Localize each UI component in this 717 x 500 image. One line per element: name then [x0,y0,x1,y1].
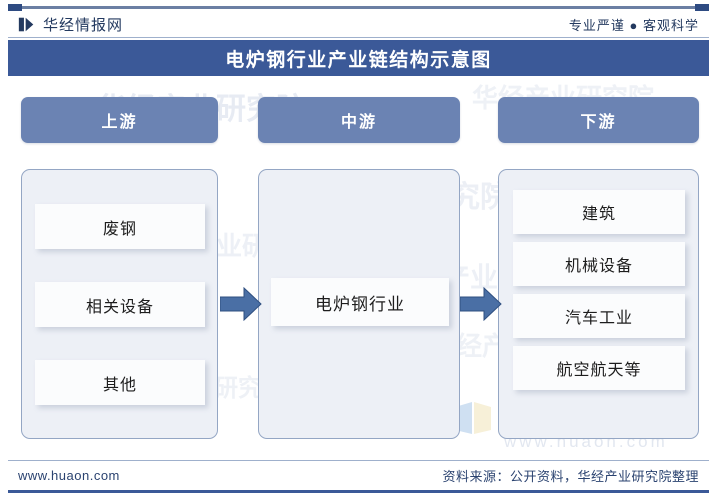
midstream-item-0[interactable]: 电炉钢行业 [271,278,449,326]
page-title: 电炉钢行业产业链结构示意图 [225,49,492,71]
column-header-downstream[interactable]: 下游 [498,97,699,143]
upstream-item-1[interactable]: 相关设备 [35,282,205,327]
downstream-item-2-label: 汽车工业 [564,310,633,327]
panel-midstream: 电炉钢行业 [258,169,460,439]
downstream-item-3[interactable]: 航空航天等 [513,346,685,390]
column-header-midstream[interactable]: 中游 [258,97,460,143]
footer-source-note: 资料来源：公开资料，华经产业研究院整理 [442,468,699,484]
downstream-item-2[interactable]: 汽车工业 [513,294,685,338]
midstream-item-0-label: 电炉钢行业 [315,294,405,314]
arrow-right-icon [220,287,262,321]
bottom-accent-rule [8,490,709,493]
downstream-item-0[interactable]: 建筑 [513,190,685,234]
header-divider [8,37,709,38]
top-accent-rule [8,4,709,11]
downstream-item-1-label: 机械设备 [564,258,633,275]
column-header-upstream-label: 上游 [101,114,138,131]
brand-name: 华经情报网 [43,16,124,34]
page-footer: www.huaon.com 资料来源：公开资料，华经产业研究院整理 [0,461,717,489]
huajing-logo-icon [18,17,34,31]
brand: 华经情报网 [18,14,123,35]
upstream-item-2[interactable]: 其他 [35,360,205,405]
column-header-upstream[interactable]: 上游 [21,97,218,143]
downstream-item-1[interactable]: 机械设备 [513,242,685,286]
upstream-item-1-label: 相关设备 [85,298,154,316]
arrow-right-icon [460,287,502,321]
column-header-midstream-label: 中游 [340,114,377,131]
column-header-downstream-label: 下游 [580,114,617,131]
panel-upstream: 废钢 相关设备 其他 [21,169,218,439]
footer-site-url[interactable]: www.huaon.com [18,467,120,483]
top-rule-right-cap [695,4,709,11]
downstream-item-0-label: 建筑 [581,206,616,223]
page-header: 华经情报网 专业严谨 ● 客观科学 [0,10,717,38]
chart-title-bar: 电炉钢行业产业链结构示意图 [8,40,709,76]
panel-downstream: 建筑 机械设备 汽车工业 航空航天等 [498,169,699,439]
diagram-canvas: 华经产业研究院 华经产业研究院 华经产业研究院 华经产业研究院 华经产业研究院 … [0,76,717,458]
upstream-item-2-label: 其他 [102,376,137,394]
header-tagline: 专业严谨 ● 客观科学 [568,17,699,33]
footer-divider [8,460,709,461]
upstream-item-0[interactable]: 废钢 [35,204,205,249]
top-rule-left-cap [8,4,22,11]
upstream-item-0-label: 废钢 [102,220,137,238]
downstream-item-3-label: 航空航天等 [556,362,642,379]
